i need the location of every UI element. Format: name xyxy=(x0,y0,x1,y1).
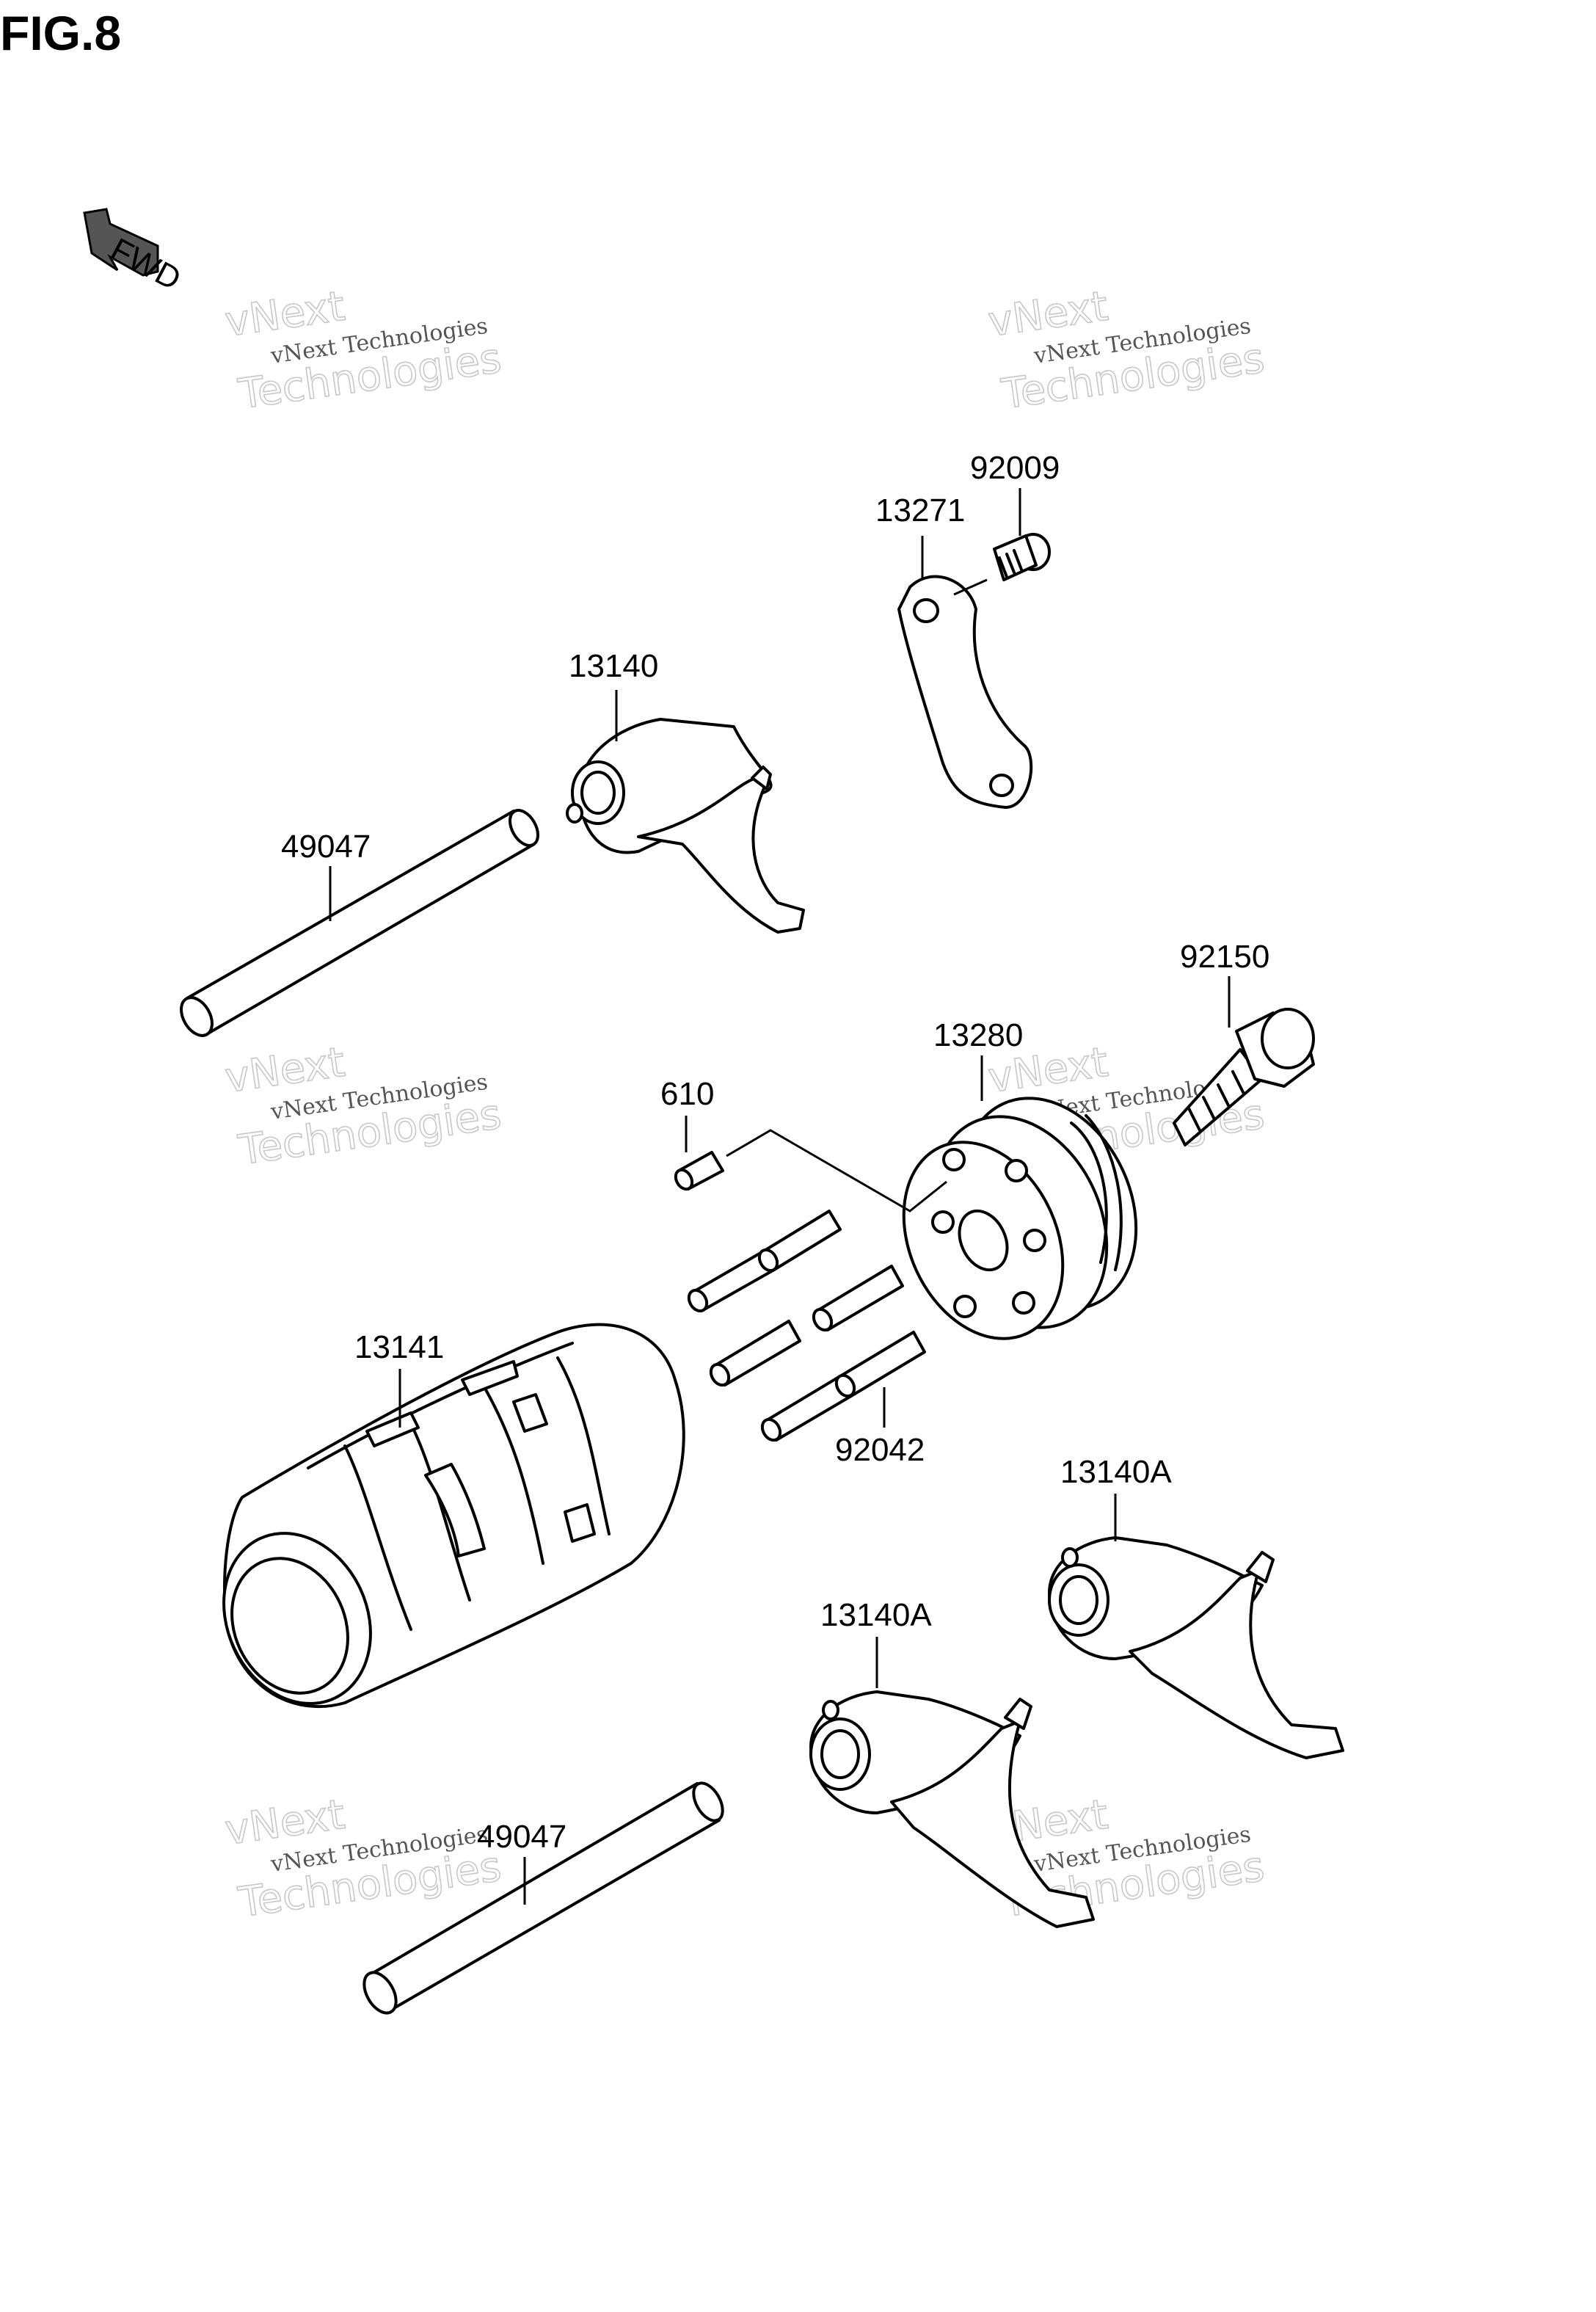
part-92042-pins xyxy=(687,1210,926,1442)
callout-13271: 13271 xyxy=(875,492,965,528)
part-92150-bolt xyxy=(1173,1008,1315,1146)
part-49047-shaft-bottom xyxy=(362,1781,724,2015)
fwd-arrow-icon: FWD xyxy=(83,208,186,297)
part-13280-cam xyxy=(902,1097,1138,1340)
part-13140-fork xyxy=(566,718,805,934)
part-13271-plate xyxy=(897,575,1033,809)
callout-13280: 13280 xyxy=(933,1017,1023,1053)
callout-49047-bottom: 49047 xyxy=(477,1819,566,1855)
part-13140A-fork-right xyxy=(1048,1536,1344,1759)
callout-13140A-left: 13140A xyxy=(820,1597,932,1633)
part-13140A-fork-left xyxy=(809,1690,1095,1928)
callout-92042: 92042 xyxy=(835,1432,925,1468)
callout-13141: 13141 xyxy=(354,1329,444,1365)
callout-92009: 92009 xyxy=(970,450,1060,486)
part-92009-screw xyxy=(993,533,1051,581)
part-13141-drum xyxy=(222,1323,685,1709)
callout-49047-top: 49047 xyxy=(281,829,371,865)
callout-92150: 92150 xyxy=(1180,939,1269,975)
part-610-pin xyxy=(674,1151,724,1191)
part-49047-shaft-top xyxy=(180,809,539,1037)
callout-610: 610 xyxy=(660,1076,714,1112)
figure-title: FIG.8 xyxy=(0,6,122,60)
leader-13271b xyxy=(953,578,988,596)
callout-13140: 13140 xyxy=(569,648,658,684)
leader-610-ext xyxy=(726,1129,947,1213)
callout-13140A-right: 13140A xyxy=(1060,1454,1172,1490)
